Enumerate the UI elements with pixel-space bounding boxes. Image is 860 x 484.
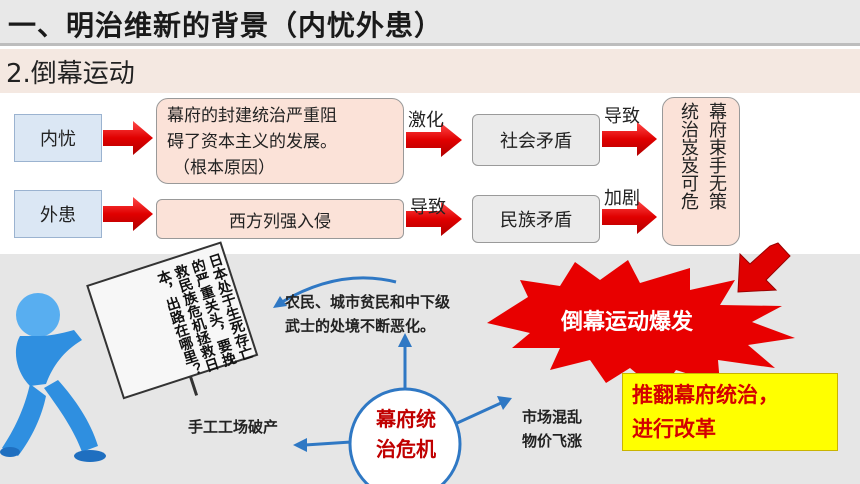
lead-label-2: 导致 (410, 197, 446, 218)
goal-text: 推翻幕府统治， 进行改革 (632, 378, 779, 446)
outer-trouble-box: 外患 (14, 190, 102, 238)
note-sign (86, 241, 259, 400)
invasion-box: 西方列强入侵 (156, 199, 404, 239)
national-conflict-box: 民族矛盾 (472, 195, 600, 243)
arrow-outer-to-invasion (103, 197, 153, 231)
crisis-core: 幕府统 治危机 (371, 404, 441, 464)
lead-label-1: 导致 (604, 106, 640, 127)
crisis-core-line-1: 幕府统 (376, 407, 436, 431)
cause-line-2: 碍了资本主义的发展。 (167, 132, 337, 152)
subtitle-bar (0, 49, 860, 93)
burst-shape (487, 260, 795, 393)
crisis-right-line-2: 物价飞涨 (522, 432, 583, 450)
result-box (662, 97, 740, 246)
section-subtitle: 2.倒幕运动 (6, 59, 135, 89)
result-col-2: 统治岌岌可危 (678, 102, 699, 210)
cause-box: 幕府的封建统治严重阻 碍了资本主义的发展。 （根本原因） (156, 98, 404, 184)
aggravate-label: 加剧 (604, 188, 640, 209)
result-col-1: 幕府束手无策 (706, 102, 727, 210)
burst-label: 倒幕运动爆发 (561, 310, 694, 335)
cause-line-3: （根本原因） (173, 158, 275, 178)
crisis-right-line-1: 市场混乱 (522, 408, 583, 426)
figure-icon (0, 293, 106, 462)
goal-line-2: 进行改革 (632, 417, 716, 441)
arrow-inner-to-cause (103, 121, 153, 155)
page-title: 一、明治维新的背景（内忧外患） (8, 9, 444, 42)
social-conflict-box: 社会矛盾 (472, 114, 600, 166)
title-bar (0, 0, 860, 46)
crisis-core-line-2: 治危机 (376, 437, 436, 461)
intensify-label: 激化 (408, 110, 444, 131)
inner-trouble-box: 内忧 (14, 114, 102, 162)
arrow-cause-to-social (406, 123, 462, 157)
crisis-top-line-2: 武士的处境不断恶化。 (285, 317, 436, 335)
goal-line-1: 推翻幕府统治， (632, 383, 779, 407)
arrow-to-burst (737, 242, 791, 293)
arrow-invasion-to-national (406, 202, 462, 236)
goal-box (622, 373, 838, 451)
arrow-social-to-result (602, 122, 657, 156)
crisis-left: 手工工场破产 (188, 418, 279, 436)
arrow-national-to-result (602, 200, 657, 234)
cause-line-1: 幕府的封建统治严重阻 (167, 106, 337, 126)
crisis-top-line-1: 农民、城市贫民和中下级 (285, 293, 451, 311)
